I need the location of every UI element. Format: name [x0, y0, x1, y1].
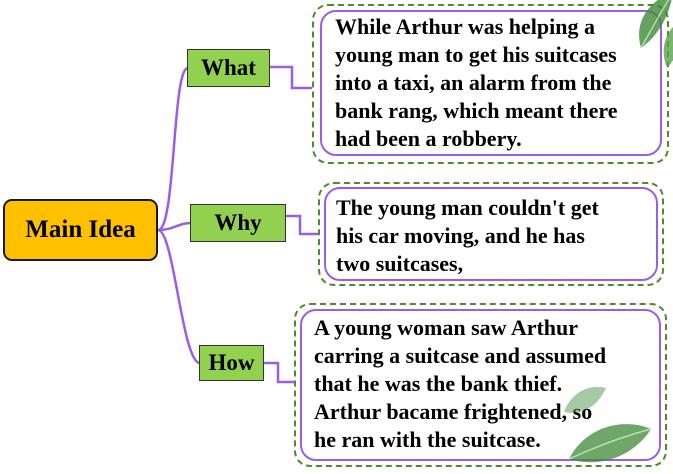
branch-what: What: [187, 49, 270, 87]
branch-how-label: How: [208, 350, 255, 375]
branch-how: How: [199, 345, 264, 381]
connector-main-what: [157, 66, 189, 232]
branch-why-label: Why: [214, 210, 262, 235]
branch-what-label: What: [201, 55, 256, 80]
connector-main-why: [157, 221, 192, 232]
branch-why: Why: [190, 204, 286, 242]
why-detail-text: The young man couldn't get his car movin…: [324, 187, 658, 281]
connector-main-how: [157, 228, 201, 365]
how-detail-text: A young woman saw Arthur carring a suitc…: [300, 309, 661, 461]
what-detail-text: While Arthur was helping a young man to …: [320, 10, 662, 156]
main-idea-node: Main Idea: [3, 199, 158, 261]
main-idea-label: Main Idea: [25, 216, 136, 243]
